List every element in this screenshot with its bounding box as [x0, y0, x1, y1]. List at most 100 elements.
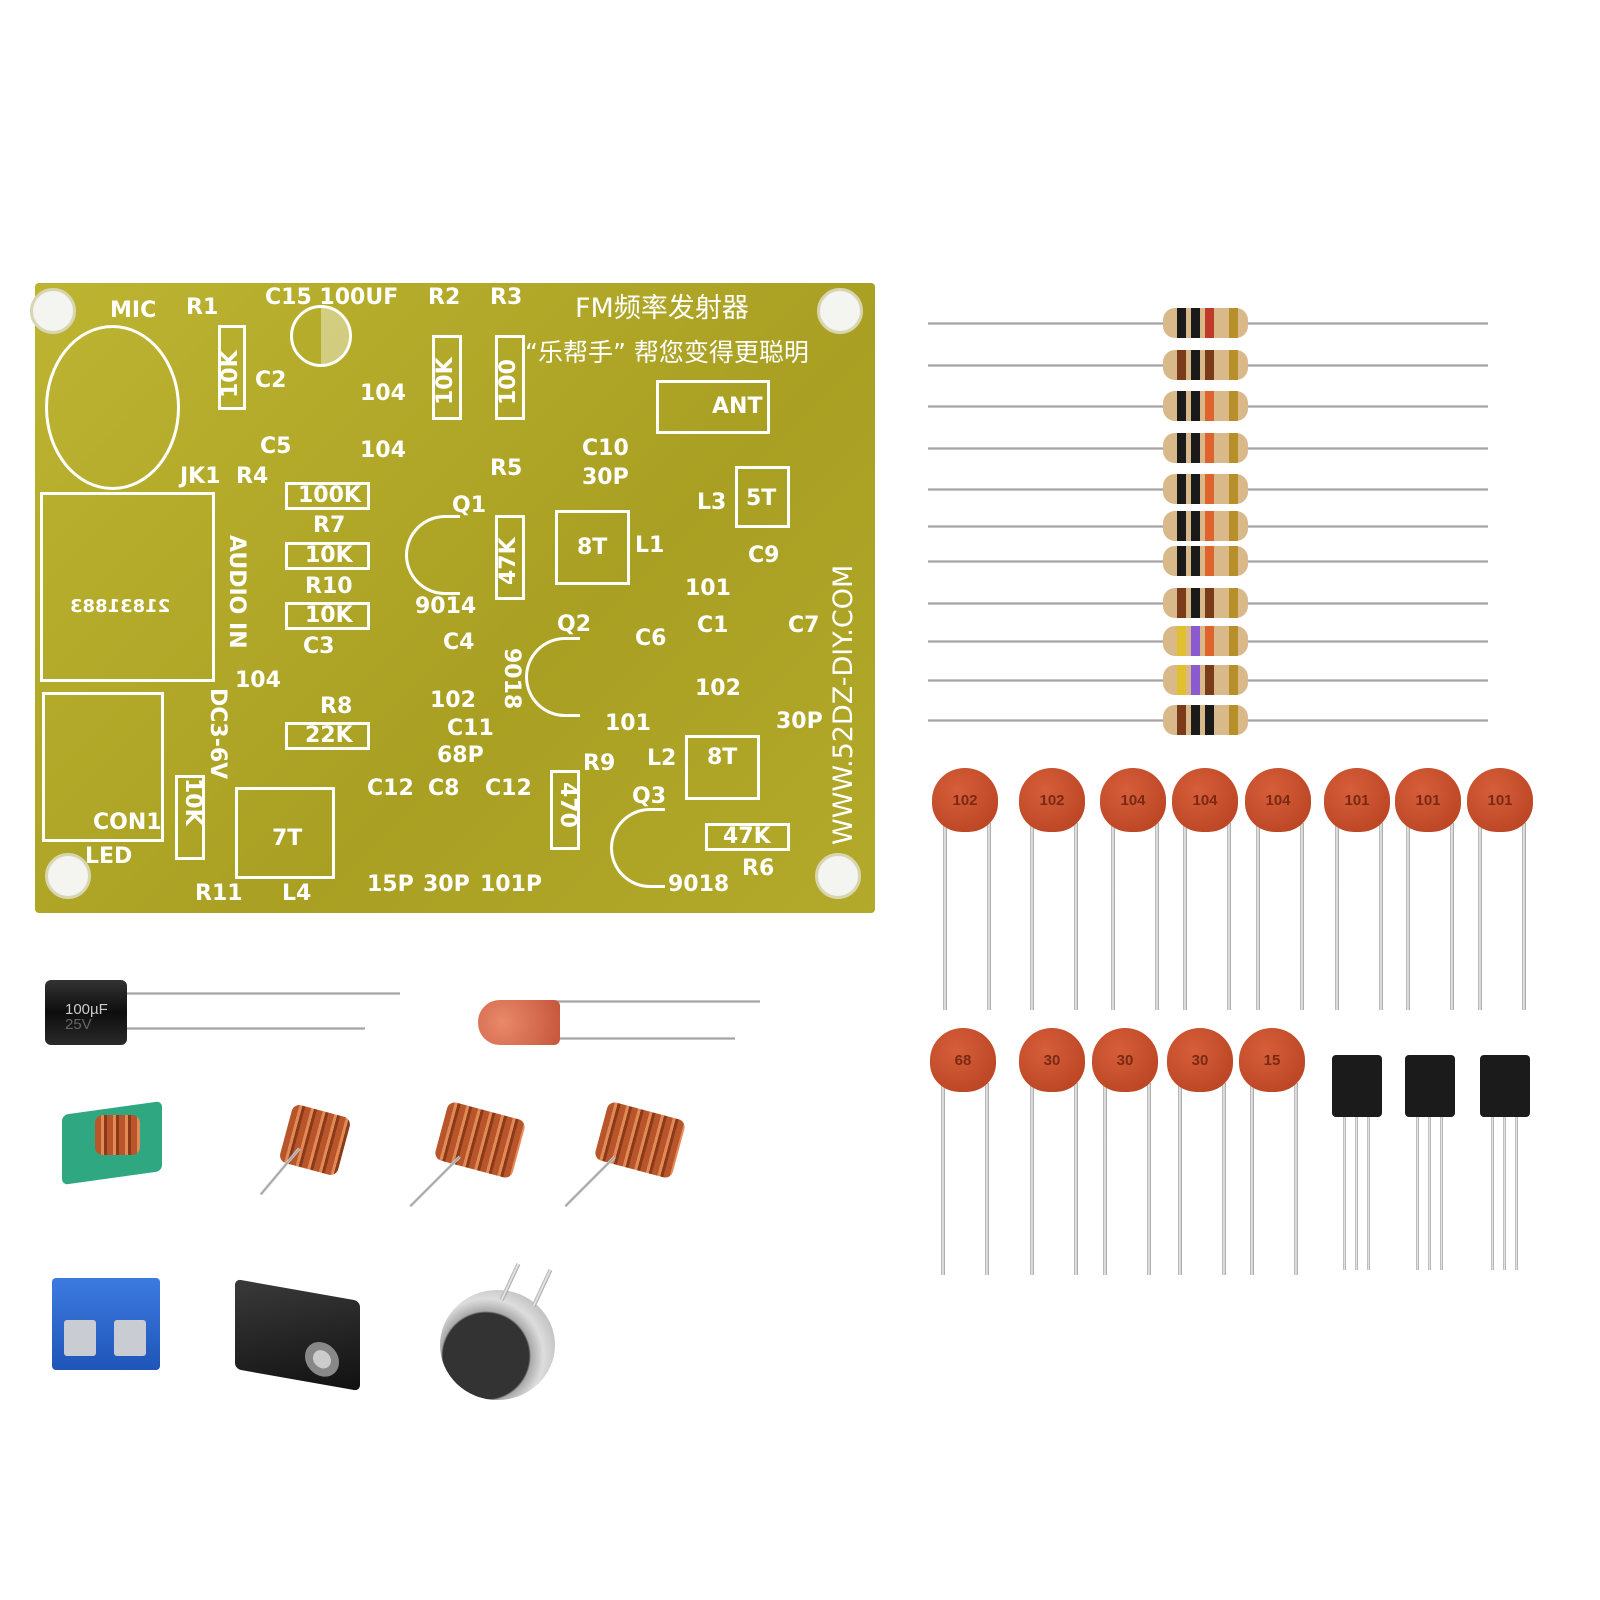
lead-wire	[1111, 823, 1115, 1010]
silk-label: C7	[788, 613, 820, 638]
silk-label: 102	[430, 688, 476, 713]
air-core-coil-7t	[278, 1103, 352, 1177]
silk-label: 10K	[433, 357, 458, 405]
capacitor-value: 100µF	[65, 1001, 108, 1018]
electret-microphone	[440, 1290, 555, 1400]
color-band	[1205, 433, 1214, 463]
ceramic-capacitor: 30	[1167, 1028, 1233, 1092]
r3-footprint	[495, 335, 525, 420]
color-band	[1191, 588, 1200, 618]
lead-wire	[1478, 823, 1482, 1010]
silk-label: 21831883	[70, 596, 171, 617]
silk-label: 8T	[577, 535, 608, 560]
lead-wire	[1450, 823, 1454, 1010]
lead-wire	[120, 992, 400, 995]
resistor	[1163, 665, 1248, 695]
color-band	[1191, 705, 1200, 735]
tolerance-band	[1229, 665, 1238, 695]
lead-wire	[985, 1083, 989, 1275]
lead-wire	[1416, 1110, 1419, 1270]
screw-icon	[64, 1320, 96, 1356]
transistor	[1332, 1055, 1382, 1117]
silk-label: MIC	[110, 298, 157, 323]
silk-label: R11	[195, 881, 243, 906]
silk-label: Q3	[632, 784, 667, 809]
silk-label: 470	[555, 782, 580, 828]
silk-label: 10K	[218, 350, 243, 398]
jack-footprint	[40, 492, 215, 682]
silk-label: 9018	[499, 648, 524, 710]
silk-label: R4	[236, 464, 269, 489]
silk-label: 102	[695, 676, 741, 701]
color-band	[1177, 350, 1186, 380]
con1-footprint	[42, 692, 164, 842]
silk-label: C8	[428, 776, 460, 801]
silk-label: R1	[186, 295, 219, 320]
ant-label: ANT	[712, 394, 763, 419]
mount-hole	[817, 288, 863, 334]
color-band	[1205, 546, 1214, 576]
silk-label: 10K	[305, 543, 353, 568]
silk-label: C3	[303, 634, 335, 659]
tolerance-band	[1229, 474, 1238, 504]
l2-footprint	[685, 735, 760, 800]
color-band	[1205, 626, 1214, 656]
silk-label: 30P	[776, 709, 823, 734]
mount-hole	[815, 853, 861, 899]
tolerance-band	[1229, 433, 1238, 463]
pcb-title: FM频率发射器	[575, 293, 749, 324]
silk-label: 30P	[582, 465, 629, 490]
r10-footprint	[285, 602, 370, 630]
silk-label: L3	[697, 490, 727, 515]
ceramic-capacitor: 102	[1019, 768, 1085, 832]
audio-jack	[235, 1278, 360, 1392]
r1-footprint	[218, 325, 246, 410]
screw-icon	[114, 1320, 146, 1356]
r4-footprint	[285, 482, 370, 510]
silk-label: C4	[443, 630, 475, 655]
color-band	[1205, 350, 1214, 380]
color-band	[1177, 474, 1186, 504]
lead-wire	[943, 823, 947, 1010]
screw-terminal-block	[52, 1278, 160, 1370]
color-band	[1191, 665, 1200, 695]
resistor	[1163, 588, 1248, 618]
r11-footprint	[175, 775, 205, 860]
lead-wire	[1379, 823, 1383, 1010]
silk-label: JK1	[180, 464, 221, 489]
lead-wire	[987, 823, 991, 1010]
silk-label: C1	[697, 613, 729, 638]
lead-wire	[555, 1000, 760, 1003]
color-band	[1205, 391, 1214, 421]
silk-label: L4	[282, 881, 312, 906]
resistor	[1163, 308, 1248, 338]
lead-wire	[531, 1269, 553, 1307]
silk-label: R8	[320, 694, 353, 719]
lead-wire	[555, 1037, 735, 1040]
ceramic-capacitor: 102	[932, 768, 998, 832]
color-band	[1177, 391, 1186, 421]
website-label: WWW.52DZ-DIY.COM	[828, 564, 859, 845]
color-band	[1191, 308, 1200, 338]
color-band	[1177, 665, 1186, 695]
silk-label: 104	[360, 438, 406, 463]
color-band	[1205, 474, 1214, 504]
silk-label: L2	[647, 746, 677, 771]
color-band	[1191, 391, 1200, 421]
l3-footprint	[735, 466, 790, 528]
tolerance-band	[1229, 350, 1238, 380]
ceramic-capacitor: 101	[1395, 768, 1461, 832]
color-band	[1191, 350, 1200, 380]
silk-label: 9018	[668, 872, 730, 897]
air-core-coil-8t	[593, 1100, 687, 1180]
lead-wire	[1227, 823, 1231, 1010]
lead-wire	[1183, 823, 1187, 1010]
ceramic-capacitor: 30	[1092, 1028, 1158, 1092]
lead-wire	[1222, 1083, 1226, 1275]
red-led	[478, 1000, 560, 1045]
resistor	[1163, 511, 1248, 541]
silk-label: 101P	[480, 872, 543, 897]
tolerance-band	[1229, 391, 1238, 421]
ceramic-capacitor: 30	[1019, 1028, 1085, 1092]
color-band	[1205, 511, 1214, 541]
